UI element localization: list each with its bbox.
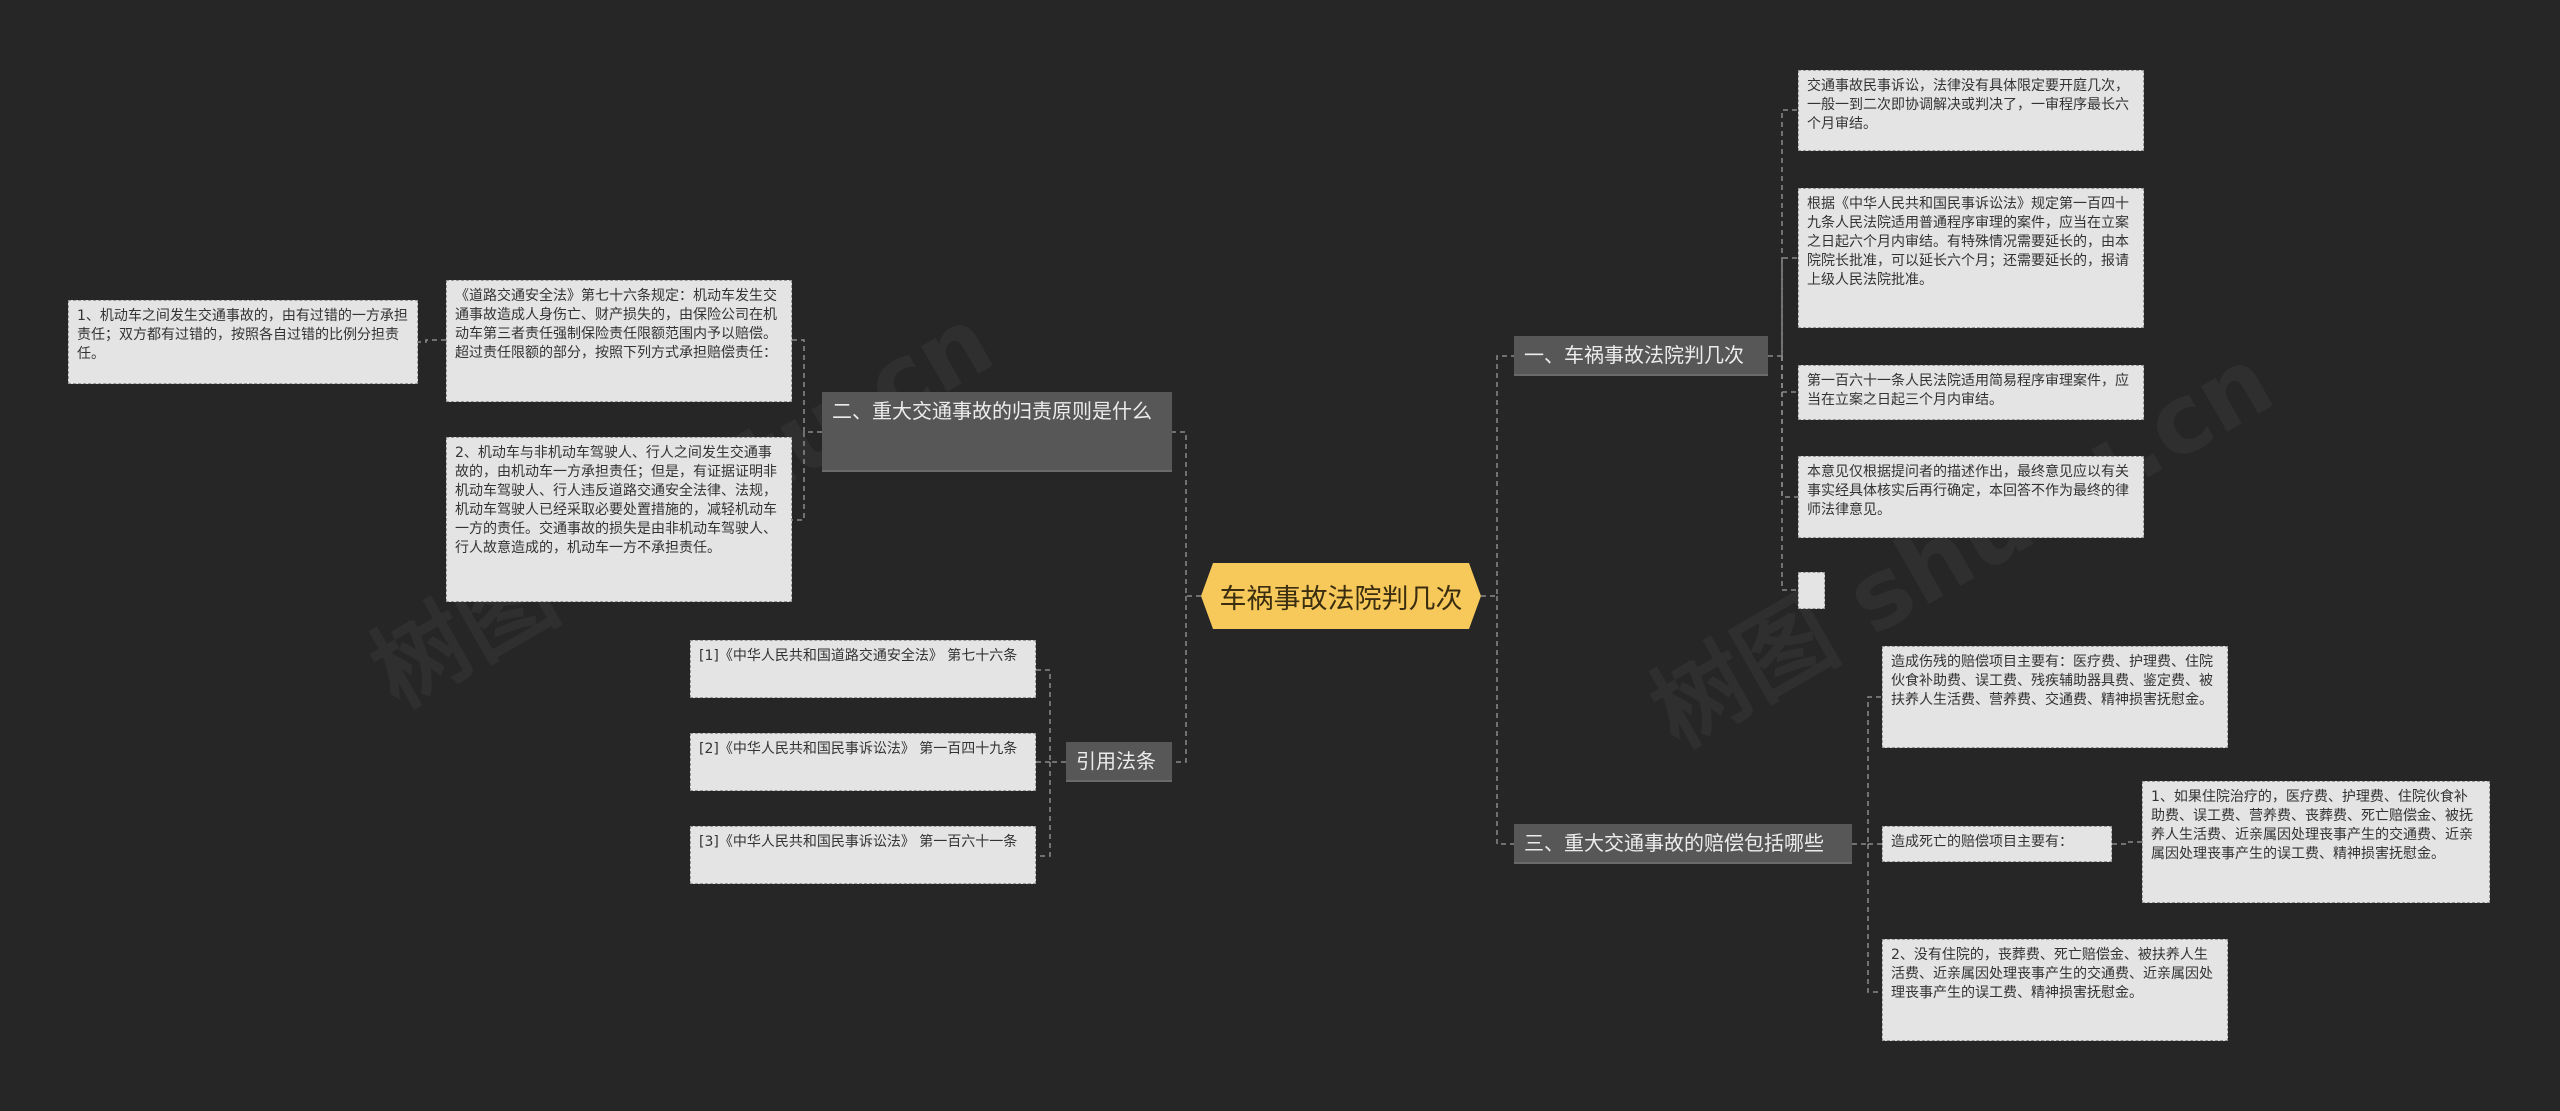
leaf-topic-text: 1、如果住院治疗的，医疗费、护理费、住院伙食补助费、误工费、营养费、丧葬费、死亡…: [2151, 789, 2473, 862]
leaf-topic-b1-3[interactable]: 第一百六十一条人民法院适用简易程序审理案件，应当在立案之日起三个月内审结。: [1798, 365, 2144, 420]
connector-line: [1036, 762, 1051, 857]
root-topic[interactable]: 车祸事故法院判几次: [1201, 563, 1481, 629]
leaf-topic-b4-3[interactable]: [3]《中华人民共和国民事诉讼法》 第一百六十一条: [690, 826, 1036, 884]
connector-line: [1768, 109, 1798, 357]
leaf-topic-b1-4[interactable]: 本意见仅根据提问者的描述作出，最终意见应以有关事实经具体核实后再行确定，本回答不…: [1798, 456, 2144, 538]
leaf-topic-b3-2-1[interactable]: 1、如果住院治疗的，医疗费、护理费、住院伙食补助费、误工费、营养费、丧葬费、死亡…: [2142, 781, 2490, 903]
leaf-topic-text: 2、没有住院的，丧葬费、死亡赔偿金、被扶养人生活费、近亲属因处理丧事产生的交通费…: [1891, 947, 2213, 1001]
connector-line: [2112, 841, 2142, 845]
branch-topic-label: 引用法条: [1076, 749, 1156, 773]
connector-line: [1781, 356, 1798, 393]
leaf-topic-b1-1[interactable]: 交通事故民事诉讼，法律没有具体限定要开庭几次，一般一到二次即协调解决或判决了，一…: [1798, 70, 2144, 151]
leaf-topic-text: 交通事故民事诉讼，法律没有具体限定要开庭几次，一般一到二次即协调解决或判决了，一…: [1807, 78, 2129, 132]
leaf-topic-b2-2[interactable]: 2、机动车与非机动车驾驶人、行人之间发生交通事故的，由机动车一方承担责任；但是，…: [446, 437, 792, 602]
branch-topic-1[interactable]: 一、车祸事故法院判几次: [1514, 336, 1768, 376]
leaf-topic-text: 2、机动车与非机动车驾驶人、行人之间发生交通事故的，由机动车一方承担责任；但是，…: [455, 445, 777, 556]
leaf-topic-text: [2]《中华人民共和国民事诉讼法》 第一百四十九条: [699, 741, 1018, 757]
connector-line: [418, 339, 446, 343]
leaf-topic-b2-1-1[interactable]: 1、机动车之间发生交通事故的，由有过错的一方承担责任；双方都有过错的，按照各自过…: [68, 300, 418, 384]
leaf-topic-text: 1、机动车之间发生交通事故的，由有过错的一方承担责任；双方都有过错的，按照各自过…: [77, 308, 408, 362]
branch-topic-label: 一、车祸事故法院判几次: [1524, 343, 1744, 367]
leaf-topic-text: 造成死亡的赔偿项目主要有：: [1891, 834, 2073, 850]
leaf-topic-text: [1]《中华人民共和国道路交通安全法》 第七十六条: [699, 648, 1018, 664]
connector-line: [1496, 596, 1514, 845]
leaf-topic-text: [3]《中华人民共和国民事诉讼法》 第一百六十一条: [699, 834, 1018, 850]
connector-line: [1036, 669, 1066, 763]
leaf-topic-b3-2[interactable]: 造成死亡的赔偿项目主要有：: [1882, 826, 2112, 862]
leaf-topic-text: 根据《中华人民共和国民事诉讼法》规定第一百四十九条人民法院适用普通程序审理的案件…: [1807, 196, 2129, 288]
root-topic-label: 车祸事故法院判几次: [1219, 583, 1463, 615]
leaf-topic-b4-2[interactable]: [2]《中华人民共和国民事诉讼法》 第一百四十九条: [690, 733, 1036, 791]
connector-line: [1481, 355, 1514, 597]
empty-leaf-topic[interactable]: [1798, 572, 1825, 609]
connector-line: [1172, 596, 1187, 763]
leaf-topic-b1-2[interactable]: 根据《中华人民共和国民事诉讼法》规定第一百四十九条人民法院适用普通程序审理的案件…: [1798, 188, 2144, 328]
leaf-topic-text: 《道路交通安全法》第七十六条规定：机动车发生交通事故造成人身伤亡、财产损失的，由…: [455, 288, 777, 361]
connector-line: [792, 339, 822, 433]
branch-topic-label: 三、重大交通事故的赔偿包括哪些: [1524, 831, 1824, 855]
branch-topic-label: 二、重大交通事故的归责原则是什么: [832, 399, 1152, 423]
branch-topic-4[interactable]: 引用法条: [1066, 742, 1172, 782]
connector-line: [1781, 356, 1798, 591]
leaf-topic-b3-1[interactable]: 造成伤残的赔偿项目主要有：医疗费、护理费、住院伙食补助费、误工费、残疾辅助器具费…: [1882, 646, 2228, 748]
connector-line: [792, 432, 805, 521]
branch-topic-2[interactable]: 二、重大交通事故的归责原则是什么: [822, 392, 1172, 472]
leaf-topic-b3-3[interactable]: 2、没有住院的，丧葬费、死亡赔偿金、被扶养人生活费、近亲属因处理丧事产生的交通费…: [1882, 939, 2228, 1041]
leaf-topic-b2-1[interactable]: 《道路交通安全法》第七十六条规定：机动车发生交通事故造成人身伤亡、财产损失的，由…: [446, 280, 792, 402]
branch-topic-3[interactable]: 三、重大交通事故的赔偿包括哪些: [1514, 824, 1852, 864]
connector-line: [1781, 257, 1798, 356]
leaf-topic-b4-1[interactable]: [1]《中华人民共和国道路交通安全法》 第七十六条: [690, 640, 1036, 698]
connector-line: [1852, 696, 1882, 845]
connector-line: [1781, 356, 1798, 498]
leaf-topic-text: 本意见仅根据提问者的描述作出，最终意见应以有关事实经具体核实后再行确定，本回答不…: [1807, 464, 2129, 518]
leaf-topic-text: 第一百六十一条人民法院适用简易程序审理案件，应当在立案之日起三个月内审结。: [1807, 373, 2129, 408]
connector-line: [1172, 431, 1201, 597]
connector-line: [1867, 844, 1882, 993]
leaf-topic-text: 造成伤残的赔偿项目主要有：医疗费、护理费、住院伙食补助费、误工费、残疾辅助器具费…: [1891, 654, 2213, 708]
